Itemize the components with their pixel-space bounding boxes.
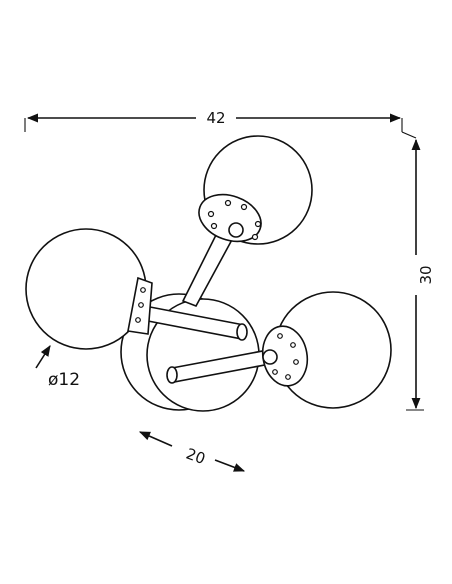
socket-top-screw — [207, 210, 215, 218]
socket-top-center — [228, 222, 244, 238]
socket-top-screw — [210, 222, 218, 230]
socket-right-screw — [277, 333, 283, 339]
socket-left-screw — [138, 302, 144, 308]
diameter-label: ø12 — [48, 370, 80, 390]
arm-middle-end — [236, 323, 248, 341]
depth-line-left — [138, 431, 173, 447]
width-label: 42 — [206, 109, 225, 127]
arm-lower-end — [166, 366, 178, 384]
socket-top-screw — [240, 203, 248, 211]
arm-top — [181, 193, 262, 307]
diameter-callout: ø12 — [35, 345, 80, 390]
depth-dimension: 20 — [138, 431, 246, 472]
socket-right-screw — [285, 374, 291, 380]
socket-right — [261, 325, 309, 387]
height-label: 30 — [417, 265, 435, 284]
socket-left — [127, 276, 153, 335]
socket-top-screw — [254, 220, 262, 228]
socket-right-screw — [293, 359, 299, 365]
width-dimension: 42 — [24, 109, 403, 132]
arm-top-rod — [181, 230, 236, 307]
height-dimension: 30 — [401, 131, 435, 411]
socket-top-screw — [251, 233, 259, 241]
depth-line-right — [214, 459, 246, 472]
socket-right-screw — [272, 369, 278, 375]
height-tick-top — [401, 131, 417, 139]
socket-left-screw — [135, 317, 141, 323]
socket-right-center — [262, 349, 278, 365]
lamp-drawing — [25, 135, 392, 412]
socket-top-screw — [224, 199, 232, 207]
diameter-leader — [35, 345, 51, 369]
socket-left-screw — [140, 287, 146, 293]
socket-right-screw — [290, 342, 296, 348]
depth-label: 20 — [184, 445, 208, 468]
